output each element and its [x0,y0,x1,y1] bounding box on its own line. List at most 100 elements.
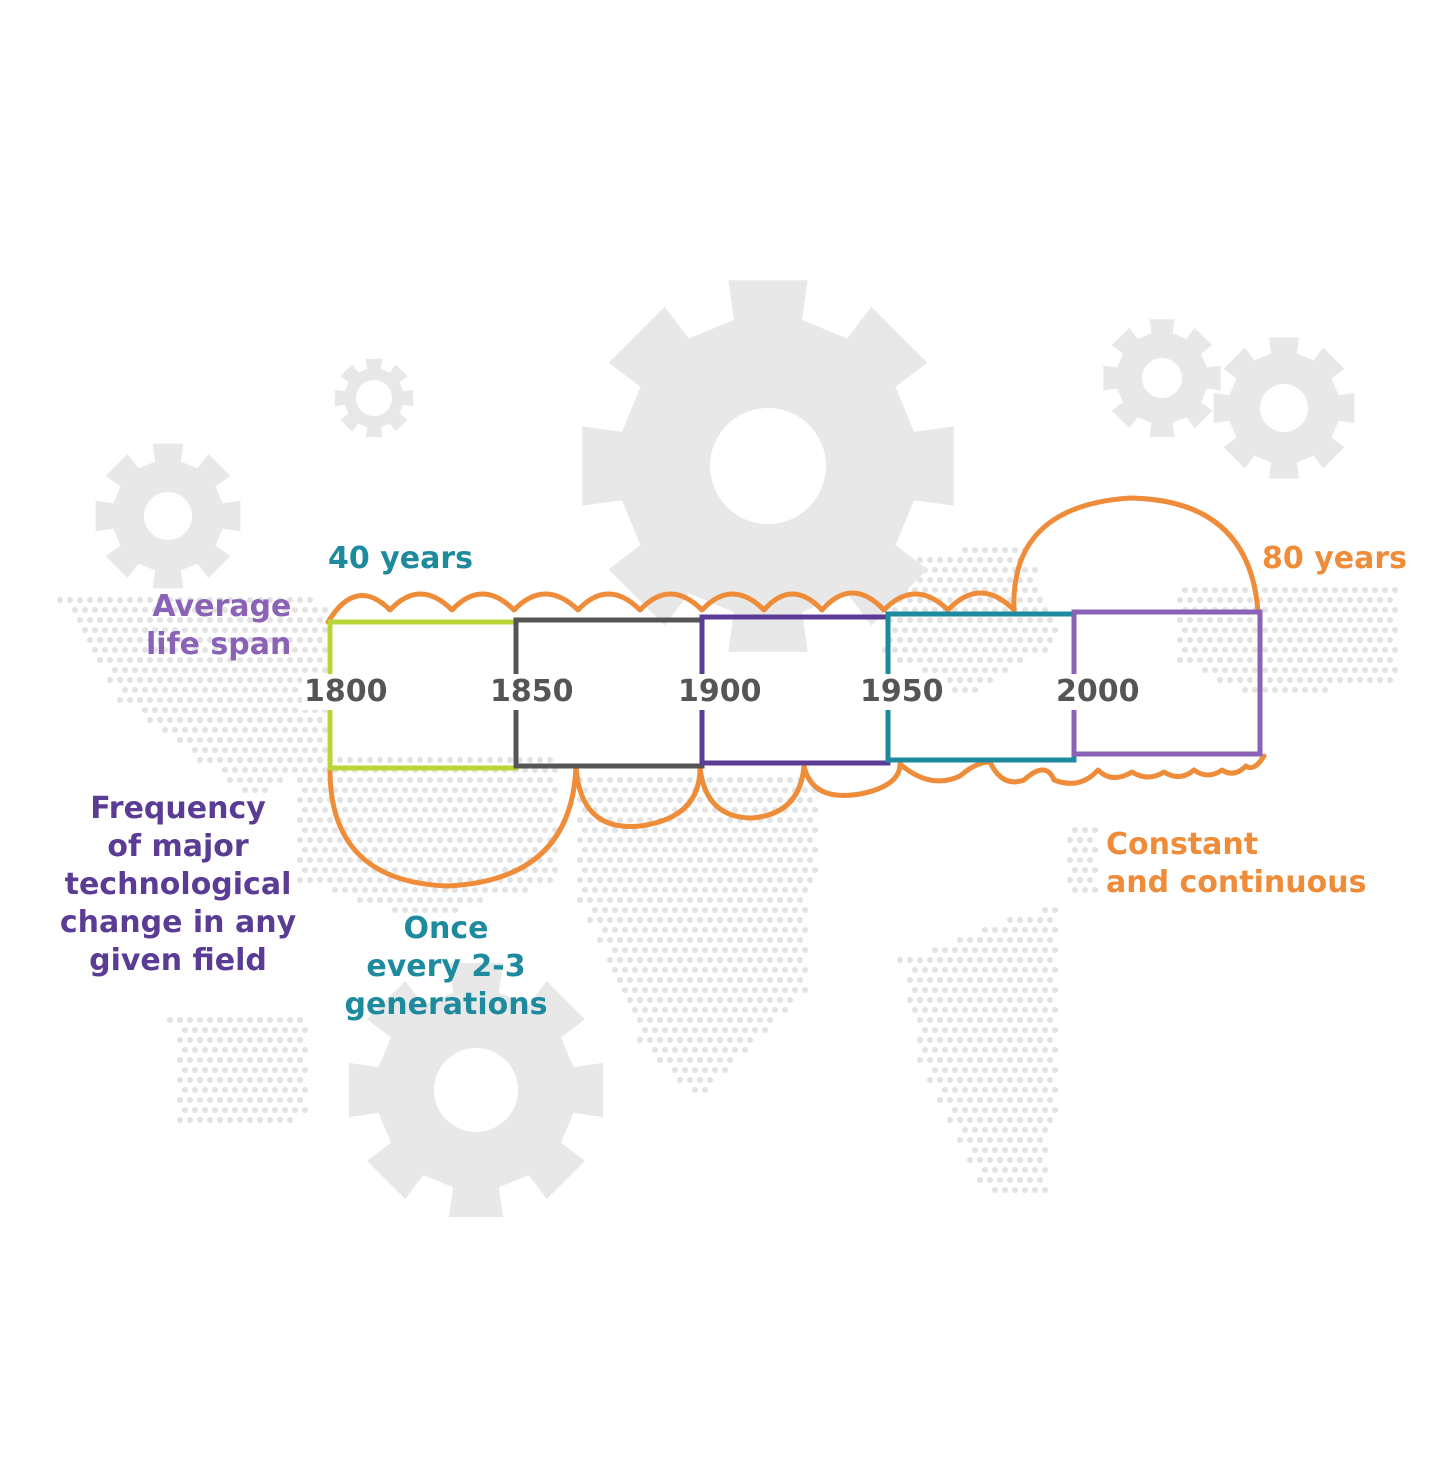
map-dot [747,937,753,943]
map-dot [477,897,483,903]
map-dot [957,1097,963,1103]
map-dot [212,607,218,613]
map-dot [177,1057,183,1063]
map-dot [417,897,423,903]
map-dot [642,947,648,953]
map-dot [547,857,553,863]
map-dot [932,1027,938,1033]
map-dot [1337,657,1343,663]
map-dot [947,677,953,683]
map-dot [977,1177,983,1183]
map-dot [527,757,533,763]
map-dot [482,807,488,813]
map-dot [917,637,923,643]
map-dot [947,577,953,583]
map-dot [987,1037,993,1043]
map-dot [947,557,953,563]
map-dot [917,557,923,563]
map-dot [982,1167,988,1173]
map-dot [302,807,308,813]
map-dot [652,847,658,853]
map-dot [112,647,118,653]
map-dot [1022,1147,1028,1153]
map-dot [1017,637,1023,643]
map-dot [222,1107,228,1113]
map-dot [1012,627,1018,633]
map-dot [777,937,783,943]
map-dot [707,817,713,823]
map-dot [252,687,258,693]
map-dot [702,1007,708,1013]
map-dot [1307,637,1313,643]
map-dot [687,997,693,1003]
map-dot [947,977,953,983]
map-dot [1047,617,1053,623]
map-dot [257,737,263,743]
map-dot [242,1107,248,1113]
map-dot [417,797,423,803]
map-dot [692,907,698,913]
map-dot [1357,597,1363,603]
map-dot [227,1077,233,1083]
map-dot [422,907,428,913]
map-dot [177,737,183,743]
map-dot [1022,1167,1028,1173]
map-dot [437,797,443,803]
once-every-line-3: generations [344,987,548,1022]
map-dot [657,777,663,783]
map-dot [707,1077,713,1083]
map-dot [177,1097,183,1103]
map-dot [797,877,803,883]
map-dot [267,737,273,743]
map-dot [257,637,263,643]
map-dot [1217,617,1223,623]
map-dot [372,887,378,893]
map-dot [1052,907,1058,913]
map-dot [917,1057,923,1063]
map-dot [1042,1067,1048,1073]
map-dot [337,877,343,883]
map-dot [157,597,163,603]
map-dot [237,677,243,683]
map-dot [372,807,378,813]
map-dot [287,717,293,723]
map-dot [197,677,203,683]
map-dot [722,987,728,993]
map-dot [1012,1187,1018,1193]
map-dot [1347,677,1353,683]
map-dot [612,947,618,953]
map-dot [357,757,363,763]
map-dot [1067,857,1073,863]
map-dot [297,1057,303,1063]
map-dot [117,677,123,683]
map-dot [1022,1107,1028,1113]
map-dot [717,1057,723,1063]
map-dot [162,607,168,613]
map-dot [987,1077,993,1083]
map-dot [697,917,703,923]
map-dot [197,1117,203,1123]
map-dot [382,827,388,833]
map-dot [157,717,163,723]
map-dot [717,777,723,783]
map-dot [1027,977,1033,983]
map-dot [1377,657,1383,663]
map-dot [317,637,323,643]
map-dot [617,917,623,923]
map-dot [1252,627,1258,633]
map-dot [332,887,338,893]
map-dot [342,847,348,853]
map-dot [997,1097,1003,1103]
map-dot [967,1077,973,1083]
map-dot [767,937,773,943]
map-dot [1247,617,1253,623]
map-dot [182,687,188,693]
map-dot [1247,677,1253,683]
map-dot [472,867,478,873]
map-dot [687,977,693,983]
map-dot [1312,627,1318,633]
map-dot [242,647,248,653]
map-dot [962,1107,968,1113]
map-dot [732,847,738,853]
map-dot [1292,687,1298,693]
